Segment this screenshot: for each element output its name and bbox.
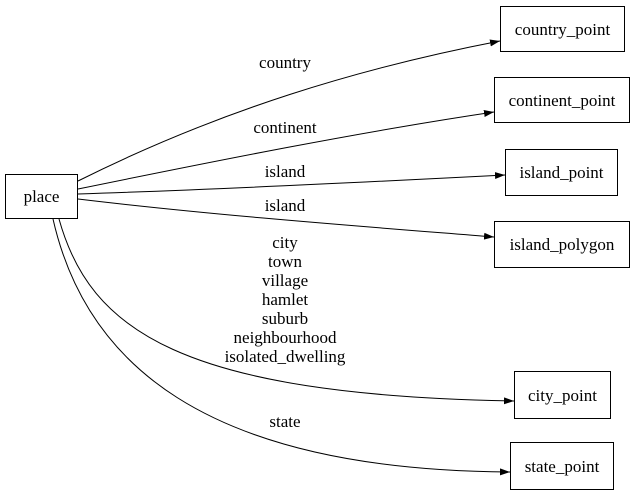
- node-island-polygon-label: island_polygon: [510, 235, 615, 254]
- edge-label-neighbourhood: neighbourhood: [234, 328, 337, 347]
- edge-place-island-point: [77, 172, 506, 195]
- node-city-point: city_point: [514, 371, 611, 419]
- node-island-point-label: island_point: [519, 163, 603, 182]
- node-continent-point: continent_point: [494, 77, 630, 123]
- edge-label-city-point-group: city town village hamlet suburb neighbou…: [225, 233, 346, 366]
- node-country-point: country_point: [500, 6, 625, 52]
- edge-label-hamlet: hamlet: [262, 290, 309, 309]
- node-state-point-label: state_point: [525, 457, 600, 476]
- edge-label-island-point: island: [265, 162, 306, 181]
- edge-label-village: village: [262, 271, 308, 290]
- edge-label-country: country: [259, 53, 311, 72]
- node-place-label: place: [24, 187, 60, 206]
- edge-label-town: town: [268, 252, 303, 271]
- edge-label-state: state: [269, 412, 300, 431]
- edge-place-state-point: [52, 218, 511, 476]
- node-island-point: island_point: [505, 149, 618, 196]
- edge-label-island-polygon: island: [265, 196, 306, 215]
- node-continent-point-box: [494, 77, 630, 123]
- edge-label-city: city: [272, 233, 298, 252]
- node-state-point: state_point: [510, 442, 614, 490]
- node-place: place: [5, 174, 78, 219]
- edge-place-city-point: [58, 218, 515, 405]
- edge-place-continent-point: [77, 110, 495, 190]
- node-island-polygon: island_polygon: [494, 221, 630, 268]
- node-city-point-label: city_point: [528, 386, 597, 405]
- edge-label-continent: continent: [253, 118, 317, 137]
- node-country-point-box: [500, 6, 625, 52]
- edge-place-island-polygon: [77, 198, 495, 240]
- node-country-point-label: country_point: [515, 20, 611, 39]
- node-place-box: [5, 174, 78, 219]
- edge-place-country-point: [77, 39, 501, 182]
- node-city-point-box: [514, 371, 611, 419]
- edge-label-suburb: suburb: [262, 309, 308, 328]
- node-state-point-box: [510, 442, 614, 490]
- node-island-point-box: [505, 149, 618, 196]
- edge-label-isolated-dwelling: isolated_dwelling: [225, 347, 346, 366]
- node-island-polygon-box: [494, 221, 630, 268]
- node-continent-point-label: continent_point: [509, 91, 616, 110]
